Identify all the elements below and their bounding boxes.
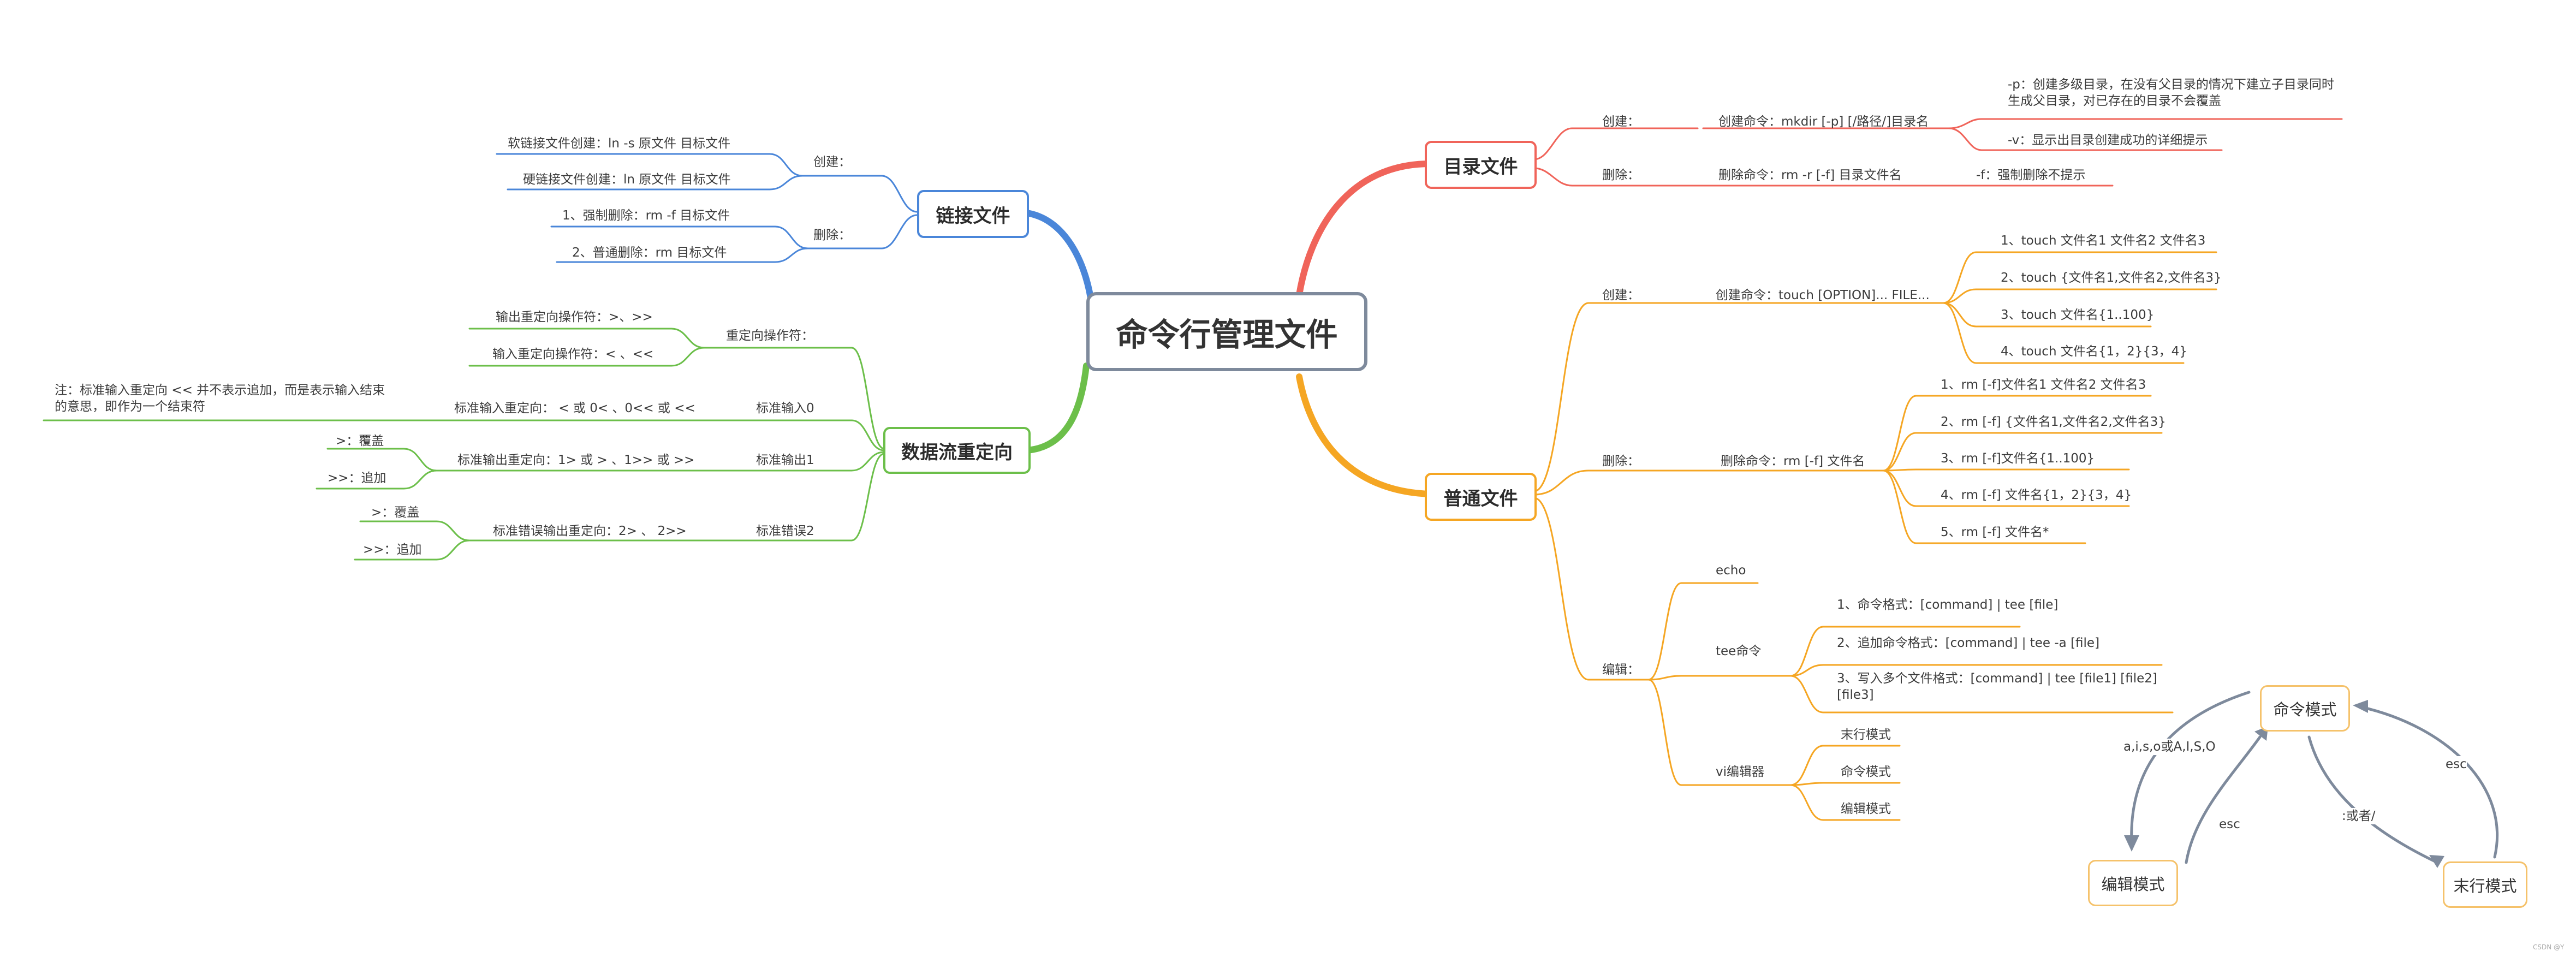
dir-opt-v: -v：显示出目录创建成功的详细提示 [2008,133,2208,147]
file-create-item: 4、touch 文件名{1，2}{3，4} [2001,344,2187,359]
arrow-lastline-to-command [2359,705,2499,859]
mode-command-label: 命令模式 [2273,700,2337,719]
file-vi-item: 末行模式 [1841,728,1891,742]
file-delete-item: 2、rm [-f] {文件名1,文件名2,文件名3} [1941,415,2166,429]
redirect-stderr: 标准错误2 [756,524,814,538]
file-vi-item: 命令模式 [1841,765,1891,779]
arrow-command-to-lastline [2307,735,2439,864]
arrowhead-edit [2124,835,2139,852]
redirect-stdout-desc: 标准输出重定向：1> 或 > 、1>> 或 >> [457,453,695,467]
redirect-out-op: 输出重定向操作符：>、>> [496,310,653,324]
file-vi: vi编辑器 [1716,765,1765,779]
redirect-append2: >>：追加 [363,543,422,557]
mode-label-to-last: :或者/ [2342,808,2376,824]
link-delete-label: 删除： [813,228,851,242]
redirect-overwrite: >：覆盖 [336,434,384,448]
link-del2: 2、普通删除：rm 目标文件 [572,246,727,260]
dir-create-cmd: 创建命令：mkdir [-p] [/路径/]目录名 [1718,115,1929,129]
mode-edit: 编辑模式 [2088,860,2178,906]
file-delete-item: 5、rm [-f] 文件名* [1941,525,2049,539]
file-create-item: 2、touch {文件名1,文件名2,文件名3} [2001,271,2222,285]
redirect-stderr-desc: 标准错误输出重定向：2> 、 2>> [493,524,687,538]
dir-create-label: 创建： [1602,115,1640,129]
file-vi-item: 编辑模式 [1841,802,1891,816]
link-soft: 软链接文件创建：ln -s 原文件 目标文件 [508,136,731,151]
redirect-stdin: 标准输入0 [756,401,814,415]
file-create-label: 创建： [1602,288,1640,302]
dir-delete-cmd: 删除命令：rm -r [-f] 目录文件名 [1718,168,1902,182]
redirect-title: 数据流重定向 [901,441,1013,463]
file-create-item: 3、touch 文件名{1..100} [2001,308,2155,322]
file-delete-item: 4、rm [-f] 文件名{1，2}{3，4} [1941,488,2132,502]
dir-title: 目录文件 [1443,156,1518,178]
footer-watermark: CSDN @Y [2533,943,2565,951]
file-create-cmd: 创建命令：touch [OPTION]... FILE... [1716,288,1930,302]
file-title: 普通文件 [1443,488,1518,510]
mode-lastline: 末行模式 [2443,861,2527,908]
root-node: 命令行管理文件 [1086,292,1367,371]
file-tee-item: 3、写入多个文件格式：[command] | tee [file1] [file… [1837,671,2157,702]
redirect-overwrite2: >：覆盖 [371,506,420,520]
file-edit-label: 编辑： [1602,663,1640,677]
branch-link [1023,210,1095,309]
link-del1: 1、强制删除：rm -f 目标文件 [562,209,730,223]
redirect-ops: 重定向操作符： [726,329,814,343]
arrow-edit-to-command [2185,735,2262,864]
dir-node: 目录文件 [1425,141,1537,189]
file-tee-item: 1、命令格式：[command] | tee [file] [1837,598,2059,612]
file-tee: tee命令 [1716,644,1762,658]
file-echo: echo [1716,563,1746,578]
dir-opt-f: -f：强制删除不提示 [1976,168,2086,182]
redirect-stdin-note: 注：标准输入重定向 << 并不表示追加，而是表示输入结束的意思，即作为一个结束符 [55,383,385,414]
file-node: 普通文件 [1425,473,1537,521]
root-title: 命令行管理文件 [1116,316,1338,353]
branch-file [1296,373,1433,497]
file-delete-cmd: 删除命令：rm [-f] 文件名 [1721,454,1865,468]
mode-label-esc-last: esc [2446,756,2467,772]
branch-dir [1296,161,1433,298]
mode-label-to-edit: a,i,s,o或A,I,S,O [2123,739,2216,755]
file-delete-label: 删除： [1602,454,1640,468]
link-create-label: 创建： [813,155,851,169]
dir-delete-label: 删除： [1602,168,1640,182]
link-title: 链接文件 [936,205,1010,227]
branch-redirect [1023,362,1090,454]
mode-command: 命令模式 [2260,685,2350,732]
redirect-stdin-desc: 标准输入重定向： < 或 0< 、0<< 或 << [454,401,695,415]
arrowhead-command-2 [2353,700,2368,713]
redirect-append: >>：追加 [328,471,386,485]
link-node: 链接文件 [917,190,1029,238]
file-delete-item: 3、rm [-f]文件名{1..100} [1941,451,2095,466]
file-create-item: 1、touch 文件名1 文件名2 文件名3 [2001,234,2206,248]
link-hard: 硬链接文件创建：ln 原文件 目标文件 [523,173,731,187]
redirect-node: 数据流重定向 [883,427,1031,474]
mode-edit-label: 编辑模式 [2101,875,2165,894]
redirect-stdout: 标准输出1 [756,453,814,467]
arrowhead-lastline [2429,855,2444,868]
mode-label-esc-edit: esc [2219,816,2240,833]
file-tee-item: 2、追加命令格式：[command] | tee -a [file] [1837,636,2100,650]
dir-opt-p: -p：创建多级目录，在没有父目录的情况下建立子目录同时生成父目录，对已存在的目录… [2008,78,2334,108]
file-delete-item: 1、rm [-f]文件名1 文件名2 文件名3 [1941,378,2146,392]
redirect-in-op: 输入重定向操作符：< 、<< [492,347,654,361]
mode-lastline-label: 末行模式 [2453,876,2517,895]
